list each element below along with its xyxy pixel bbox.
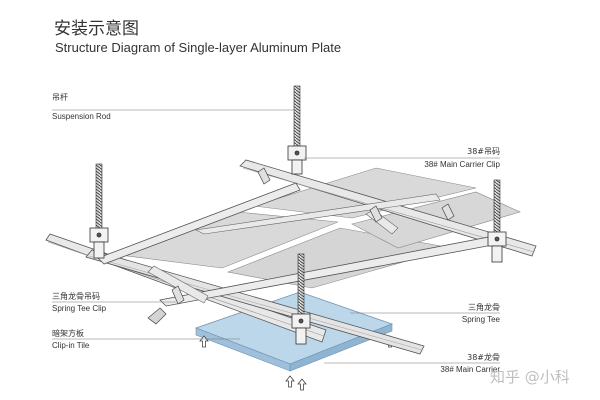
spring-tee-clip-4 — [441, 203, 455, 221]
spring-tee-clip-2 — [369, 205, 383, 223]
label-clip-in-tile-en: Clip-in Tile — [52, 341, 90, 350]
aluminum-panels — [119, 167, 521, 289]
main-carrier-back — [239, 159, 537, 257]
title-english: Structure Diagram of Single-layer Alumin… — [55, 40, 342, 55]
leader-lines — [52, 109, 500, 364]
suspension-rod-3 — [95, 163, 103, 237]
label-spring-tee-en: Spring Tee — [461, 315, 500, 324]
spring-tee-clips — [171, 167, 455, 305]
label-main-carrier-cn: 38#龙骨 — [467, 353, 500, 362]
carrier-clips — [89, 145, 507, 345]
title-chinese: 安装示意图 — [54, 19, 139, 39]
spring-tee-clip-3 — [257, 167, 271, 185]
spring-tee-cross-3 — [195, 193, 441, 235]
up-arrow-icon — [297, 378, 307, 391]
watermark: 知乎 @小科 — [490, 368, 570, 386]
label-clip-in-tile-cn: 暗架方板 — [52, 329, 84, 338]
label-main-carrier-clip-cn: 38#吊码 — [467, 147, 500, 156]
main-carrier-clip-2 — [487, 231, 507, 263]
up-arrow-icon — [285, 375, 295, 388]
label-suspension-rod-cn: 吊杆 — [52, 93, 68, 102]
label-suspension-rod-en: Suspension Rod — [52, 112, 111, 121]
main-carrier-clip-1 — [287, 145, 307, 175]
spring-tee-clip-1 — [171, 285, 185, 305]
main-carrier-clip-4 — [291, 313, 311, 345]
spring-tee-short-1 — [147, 265, 209, 304]
label-spring-tee-clip-cn: 三角龙骨吊码 — [52, 292, 100, 301]
suspension-rod-4 — [297, 253, 305, 319]
spring-tee-cut-end — [147, 307, 167, 325]
label-main-carrier-en: 38# Main Carrier — [440, 365, 500, 374]
label-spring-tee-clip-en: Spring Tee Clip — [52, 304, 107, 313]
label-main-carrier-clip-en: 38# Main Carrier Clip — [424, 160, 500, 169]
main-carrier-clip-3 — [89, 227, 109, 259]
spring-tee-cross-1 — [97, 182, 301, 265]
label-spring-tee-cn: 三角龙骨 — [468, 303, 500, 312]
